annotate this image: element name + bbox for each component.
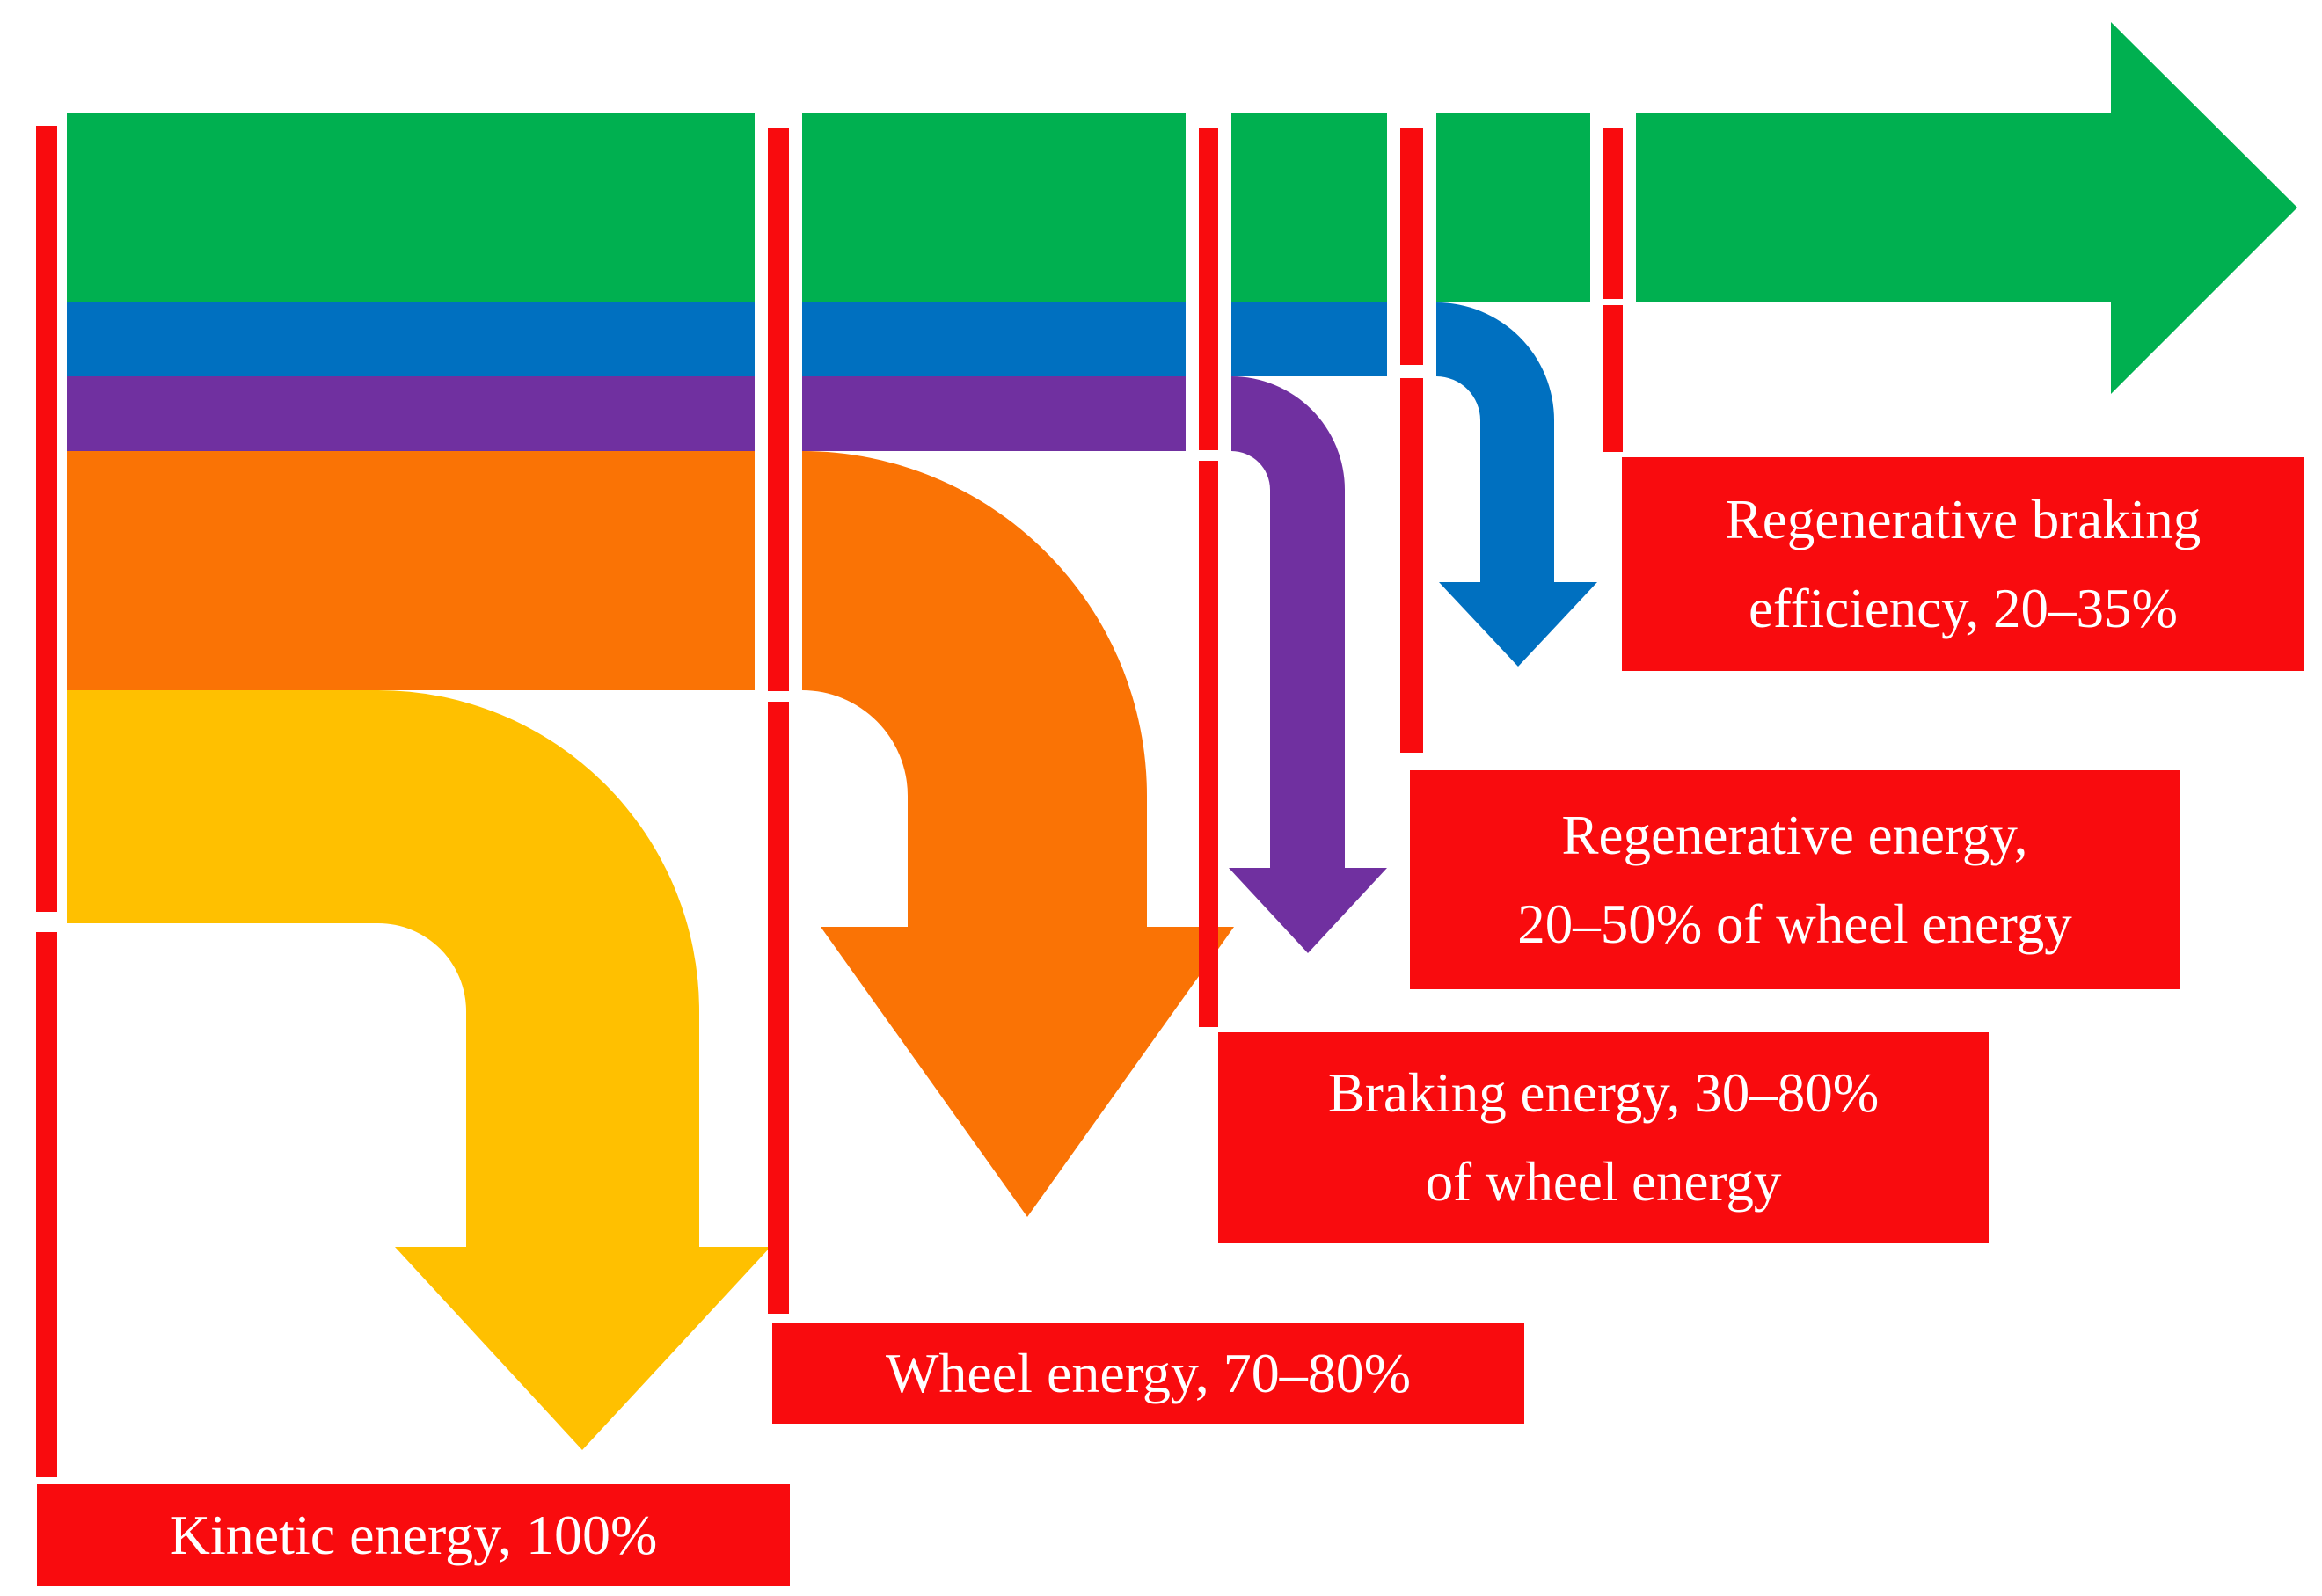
label-regenerative-braking-efficiency-line1: Regenerative braking — [1725, 488, 2202, 550]
divider-regen-energy-lower — [1400, 378, 1423, 753]
label-braking-energy-line2: of wheel energy — [1425, 1151, 1782, 1213]
label-wheel-energy-text: Wheel energy, 70–80% — [885, 1342, 1412, 1404]
purple-flow-band-segment — [67, 376, 755, 451]
divider-regen-eff-upper — [1603, 128, 1623, 299]
green-right-arrow — [1636, 22, 2297, 394]
green-flow-band-segment — [802, 113, 1186, 302]
orange-flow-band-segment — [67, 451, 755, 690]
blue-down-arrow — [1436, 302, 1597, 667]
blue-flow — [67, 302, 1597, 667]
purple-flow — [67, 376, 1387, 953]
yellow-down-arrow — [67, 690, 770, 1450]
label-kinetic-energy-text: Kinetic energy, 100% — [169, 1504, 658, 1566]
divider-kinetic-upper — [36, 126, 57, 912]
label-regenerative-energy-line1: Regenerative energy, — [1561, 804, 2028, 866]
label-regenerative-braking-efficiency-line2: efficiency, 20–35% — [1748, 577, 2179, 639]
label-regenerative-energy: Regenerative energy, 20–50% of wheel ene… — [1410, 770, 2180, 989]
green-flow-band-segment — [67, 113, 755, 302]
blue-flow-band-segment — [67, 302, 755, 376]
yellow-flow — [67, 690, 770, 1450]
divider-braking-upper — [1199, 128, 1218, 450]
blue-flow-band-segment — [1231, 302, 1387, 376]
green-flow-band-segment — [1231, 113, 1387, 302]
label-wheel-energy: Wheel energy, 70–80% — [772, 1323, 1524, 1424]
purple-down-arrow — [1229, 376, 1387, 953]
green-flow — [67, 22, 2297, 394]
divider-regen-energy-upper — [1400, 128, 1423, 365]
orange-flow — [67, 451, 1234, 1217]
divider-kinetic-lower — [36, 932, 57, 1477]
divider-braking-lower — [1199, 461, 1218, 1027]
label-braking-energy: Braking energy, 30–80% of wheel energy — [1218, 1032, 1989, 1243]
stage-dividers — [36, 126, 1623, 1477]
orange-down-arrow — [802, 451, 1234, 1217]
green-flow-band-segment — [1436, 113, 1590, 302]
label-braking-energy-line1: Braking energy, 30–80% — [1327, 1062, 1880, 1125]
label-kinetic-energy: Kinetic energy, 100% — [37, 1484, 790, 1586]
blue-flow-band-segment — [802, 302, 1186, 376]
divider-wheel-upper — [768, 128, 789, 691]
label-regenerative-energy-line2: 20–50% of wheel energy — [1517, 893, 2072, 955]
purple-flow-band-segment — [802, 376, 1186, 451]
divider-wheel-lower — [768, 702, 789, 1314]
label-regenerative-braking-efficiency: Regenerative braking efficiency, 20–35% — [1622, 457, 2304, 671]
divider-regen-eff-lower — [1603, 305, 1623, 452]
